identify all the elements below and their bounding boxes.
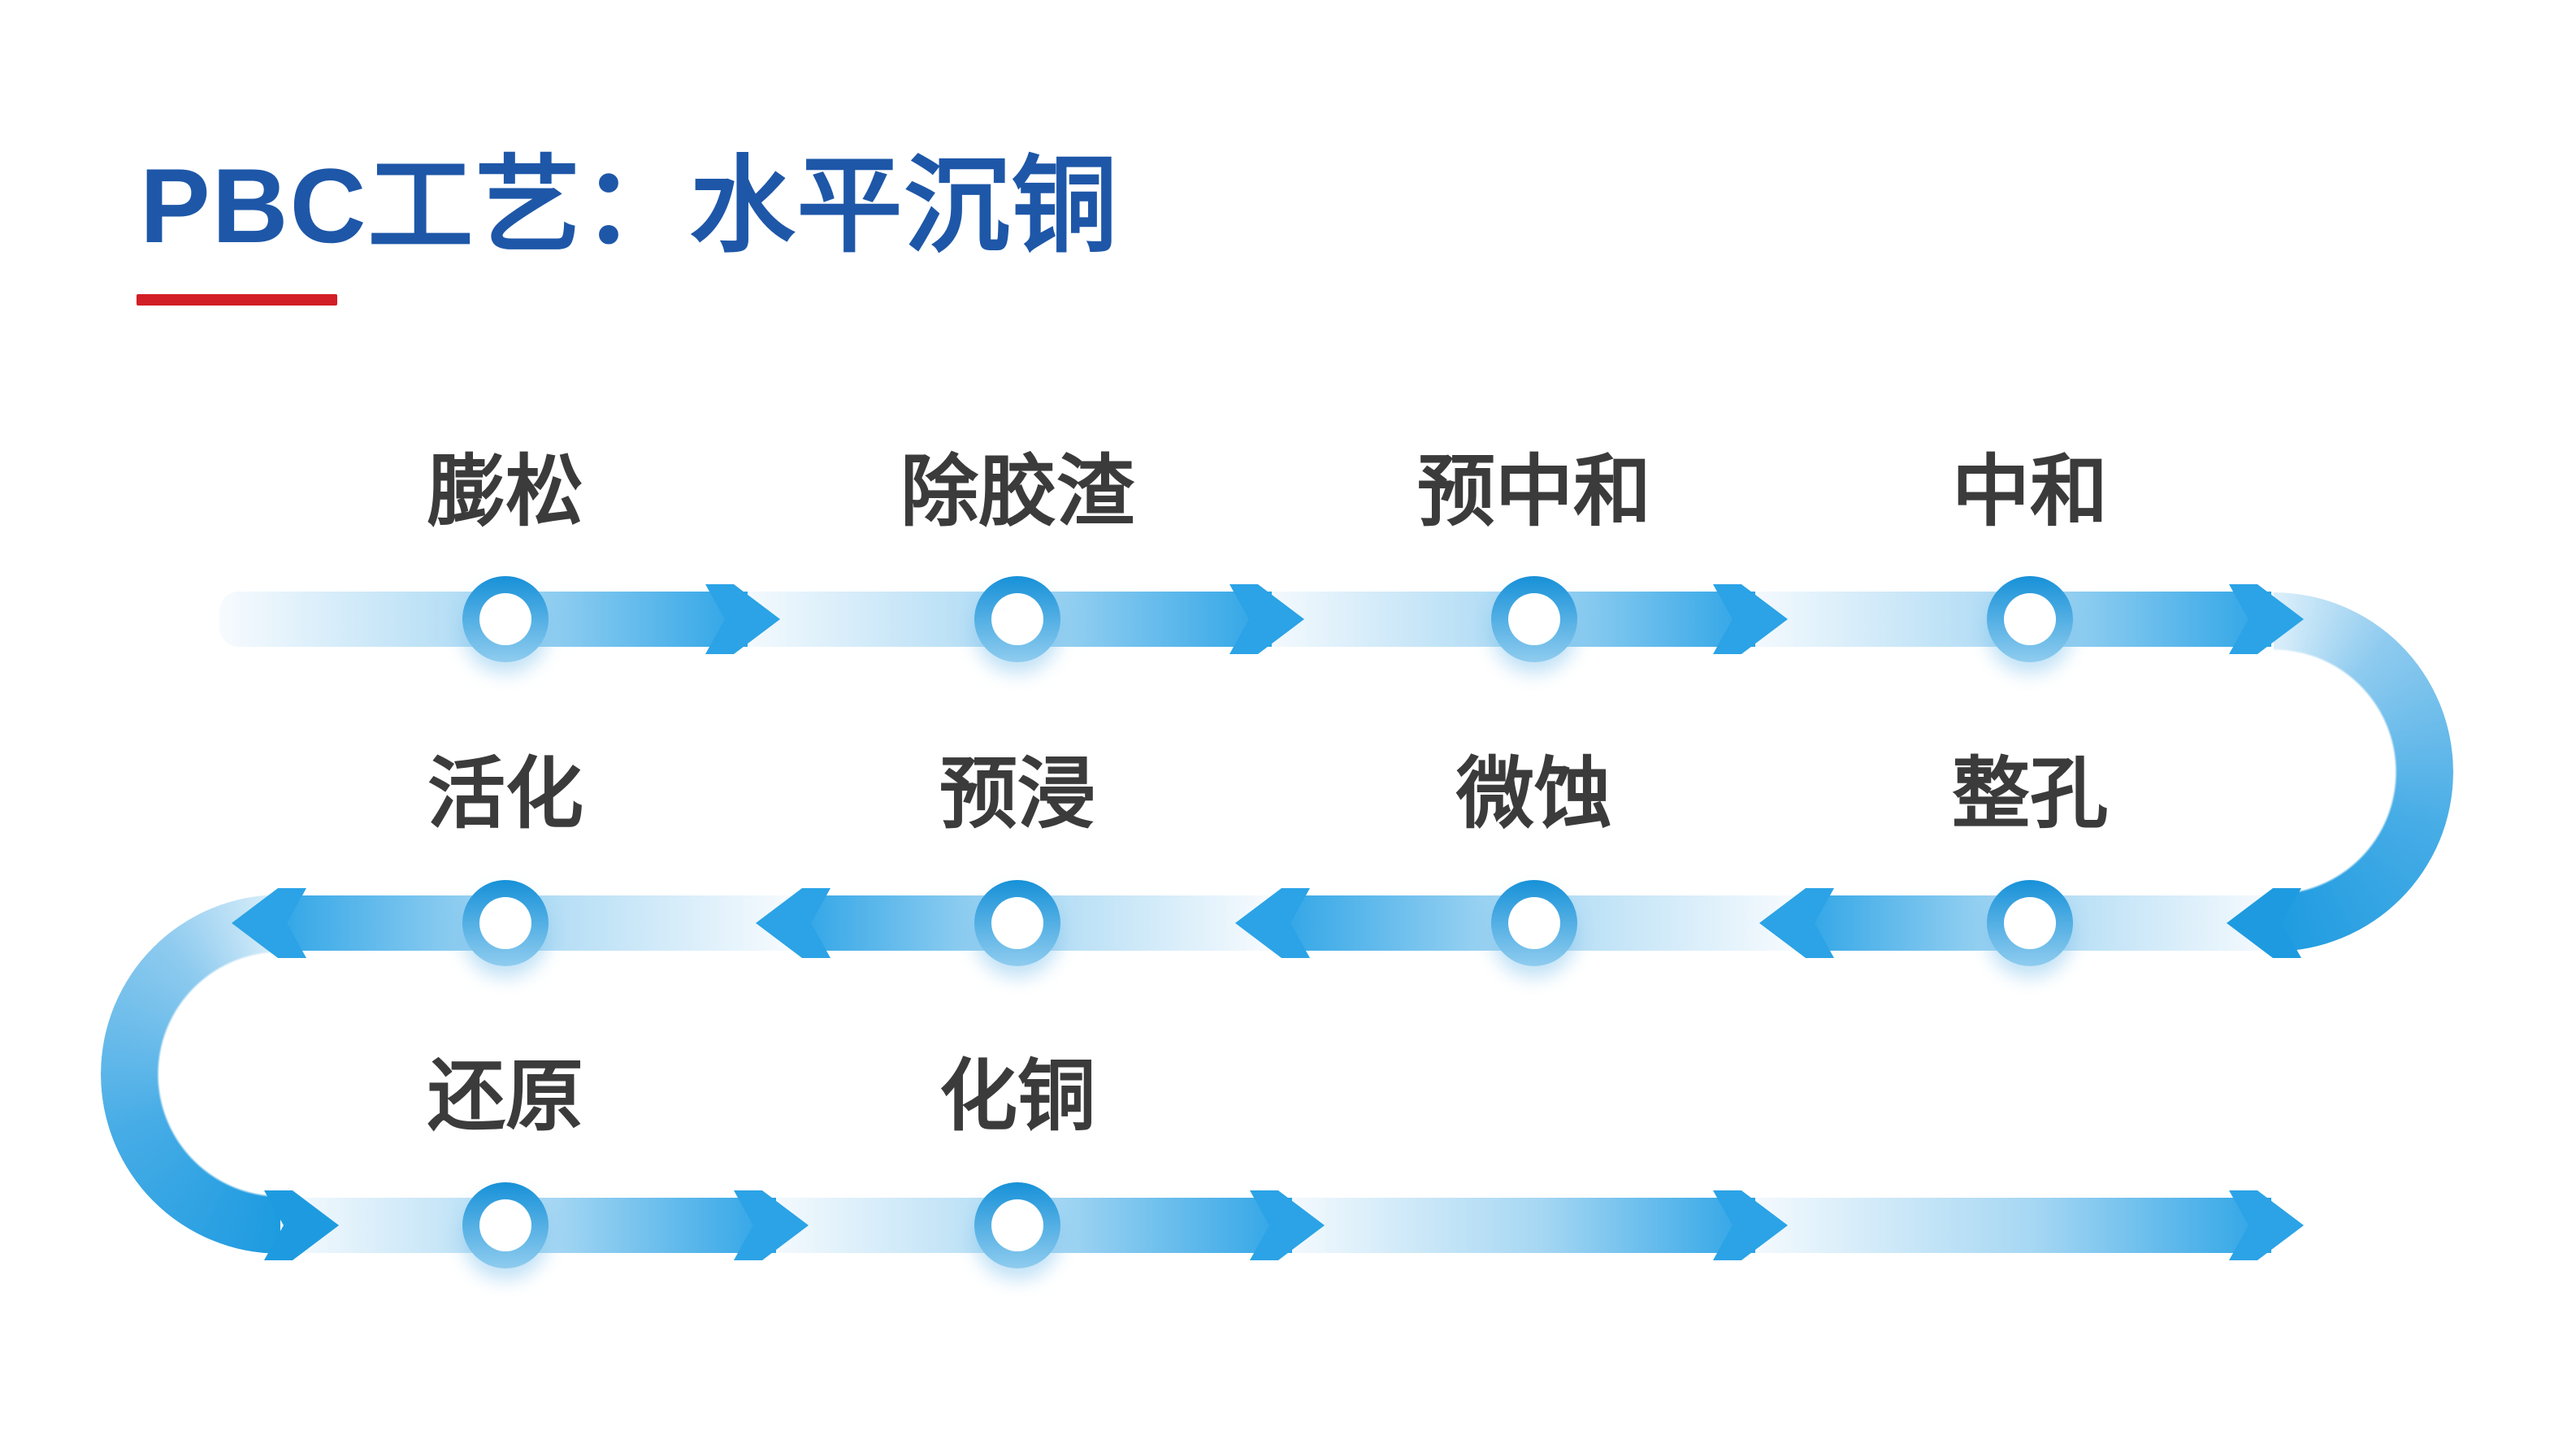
step-label: 除胶渣: [900, 449, 1134, 535]
step-node-hole: [2004, 897, 2056, 949]
step-node: [1987, 576, 2073, 662]
step-node-hole: [2004, 593, 2056, 645]
step-node: [1491, 576, 1577, 662]
step-node: [462, 880, 549, 966]
step-node: [1987, 880, 2073, 966]
step-node-hole: [479, 897, 531, 949]
step-label: 预中和: [1417, 449, 1651, 535]
step-node: [974, 576, 1060, 662]
step-node: [462, 576, 549, 662]
step-node-hole: [479, 593, 531, 645]
step-node: [1491, 880, 1577, 966]
step-node-hole: [1508, 593, 1560, 645]
step-node-hole: [479, 1199, 531, 1251]
step-label: 化铜: [939, 1053, 1095, 1140]
step-node: [974, 1182, 1060, 1268]
step-node-hole: [1508, 897, 1560, 949]
title-underline: [137, 294, 337, 306]
flow-segment-row3-3: [1280, 1198, 1755, 1253]
step-node: [462, 1182, 549, 1268]
step-label: 预浸: [939, 751, 1095, 838]
step-node: [974, 880, 1060, 966]
step-label: 活化: [427, 751, 583, 838]
step-label: 微蚀: [1456, 751, 1612, 838]
flow-segment-row3-4: [1743, 1198, 2271, 1253]
step-node-hole: [991, 1199, 1043, 1251]
step-label: 膨松: [427, 449, 583, 535]
step-label: 还原: [427, 1053, 583, 1140]
step-label: 整孔: [1952, 751, 2108, 838]
step-node-hole: [991, 593, 1043, 645]
page-title: PBC工艺：水平沉铜: [140, 146, 1119, 265]
step-node-hole: [991, 897, 1043, 949]
step-label: 中和: [1952, 449, 2108, 535]
